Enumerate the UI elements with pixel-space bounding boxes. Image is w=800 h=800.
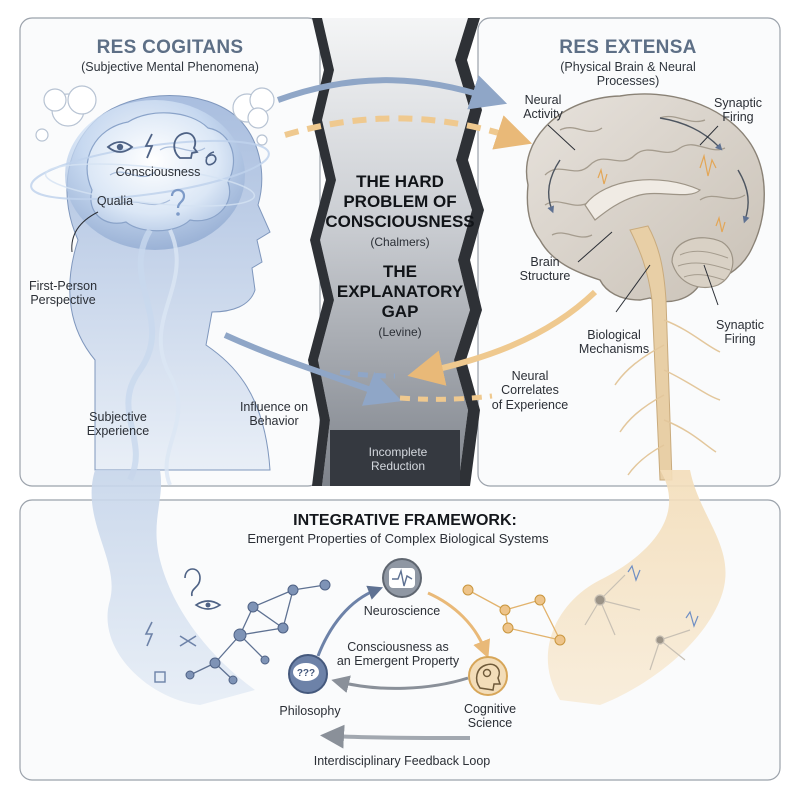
label-philosophy: Philosophy xyxy=(279,704,341,718)
swirl-icon xyxy=(205,151,217,166)
label-consciousness: Consciousness xyxy=(115,165,201,179)
panel-integrative-framework xyxy=(19,499,781,781)
arrow-brain-to-mind-correlates xyxy=(407,289,598,386)
orbit-ring-2 xyxy=(44,163,256,207)
philosophy-icon: ??? xyxy=(288,654,328,694)
small-square-icon xyxy=(154,671,166,683)
eye-icon xyxy=(106,141,134,153)
synaptic-spark-icons xyxy=(597,153,726,233)
eye-small-icon xyxy=(194,600,222,610)
first-person-leader xyxy=(71,211,99,253)
explanatory-gap-author: (Levine) xyxy=(378,325,422,339)
question-mark-icon xyxy=(170,188,186,209)
arrow-mind-influence-behavior xyxy=(223,332,402,406)
res-extensa-subtitle: (Physical Brain & Neural Processes) xyxy=(560,60,696,89)
shuffle-icon xyxy=(179,635,197,647)
corpus-callosum xyxy=(584,179,702,221)
head-profile-icon xyxy=(173,132,199,159)
arrow-mind-to-brain-dashed xyxy=(284,115,533,150)
framework-subtitle: Emergent Properties of Complex Biologica… xyxy=(247,531,549,546)
philosophy-icon-text: ??? xyxy=(297,668,315,679)
label-feedback-loop: Interdisciplinary Feedback Loop xyxy=(313,754,491,768)
res-cogitans-subtitle: (Subjective Mental Phenomena) xyxy=(81,60,259,74)
neural-stream-left-2 xyxy=(158,229,181,486)
arrow-philosophy-to-neuroscience xyxy=(316,585,383,657)
neural-flow-arrows xyxy=(547,117,750,224)
stream-blue-down xyxy=(91,470,255,705)
neuroscience-icon xyxy=(382,558,422,598)
gap-edge-right xyxy=(454,18,484,486)
mind-brain-folds xyxy=(109,146,206,206)
question-mark-dot-icon xyxy=(176,212,180,216)
framework-title: INTEGRATIVE FRAMEWORK: xyxy=(293,512,517,529)
signal-spike-icons xyxy=(627,564,699,628)
res-extensa-title: RES EXTENSA xyxy=(559,37,697,58)
lightning-icon xyxy=(144,133,154,159)
cerebellum xyxy=(671,237,734,289)
res-cogitans-title: RES COGITANS xyxy=(96,37,244,58)
right-leader-lines xyxy=(547,124,719,313)
ear-icon xyxy=(184,568,201,597)
arrow-cognitive-to-philosophy xyxy=(331,675,469,693)
label-qualia: Qualia xyxy=(96,194,134,208)
neural-stream-left xyxy=(125,228,156,482)
cerebellum-folds xyxy=(677,250,731,281)
cognitive-science-icon xyxy=(468,656,508,696)
arrow-dashed-bottom xyxy=(399,393,493,402)
stream-tan-down xyxy=(547,470,726,705)
thought-bubbles-left xyxy=(35,85,275,146)
arrow-dashed-mid xyxy=(339,369,396,379)
lightning-small-icon xyxy=(144,621,154,647)
gap-base xyxy=(330,430,460,486)
spinal-nerves xyxy=(614,319,721,476)
network-nodes-right xyxy=(462,584,566,646)
hard-problem-author: (Chalmers) xyxy=(370,235,430,249)
arrow-neuroscience-to-cognitive xyxy=(427,591,491,659)
network-nodes-left xyxy=(185,579,331,685)
label-neuroscience: Neuroscience xyxy=(363,604,441,618)
arrow-feedback-loop xyxy=(320,724,471,749)
neuron-cells xyxy=(584,574,691,671)
brain-gyri xyxy=(544,115,746,238)
arrow-mind-to-brain-top xyxy=(276,75,508,110)
